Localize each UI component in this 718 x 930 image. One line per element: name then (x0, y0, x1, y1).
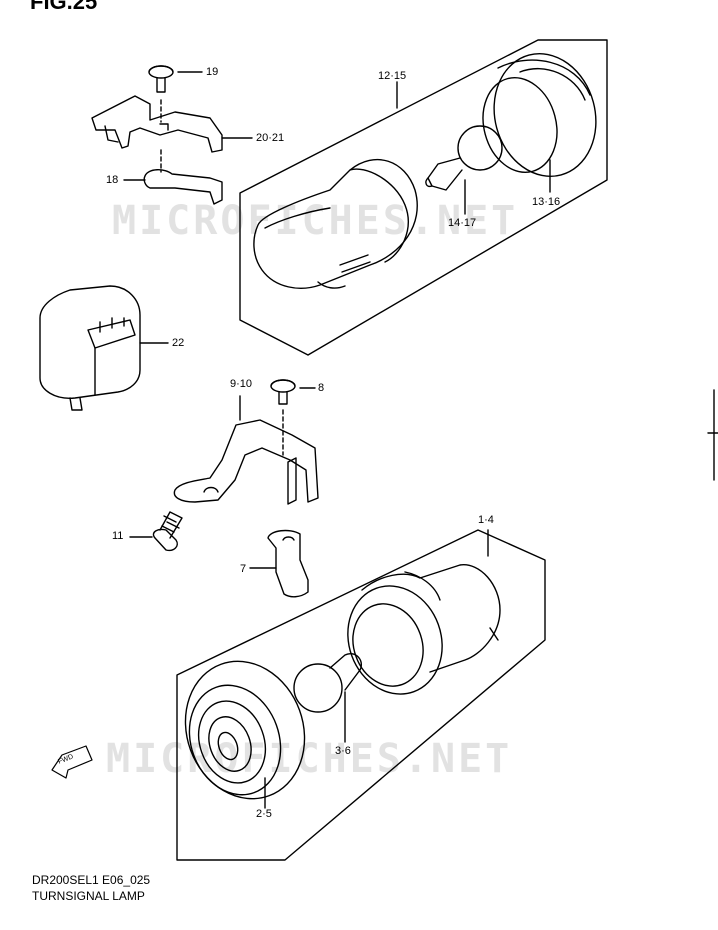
screw-8 (270, 379, 316, 456)
label-11: 11 (112, 530, 124, 542)
label-20-21: 20·21 (256, 132, 285, 144)
screw-19 (148, 65, 203, 123)
upper-lamp-group-box (239, 39, 608, 356)
label-19: 19 (206, 66, 219, 78)
clip-18 (123, 149, 223, 205)
label-9-10: 9·10 (230, 378, 253, 390)
watermark-bottom: MICROFICHES.NET (106, 736, 513, 782)
label-14-17: 14·17 (448, 217, 477, 229)
lower-lens (184, 660, 306, 809)
label-18: 18 (106, 174, 119, 186)
footer-title: TURNSIGNAL LAMP (32, 889, 145, 903)
label-7: 7 (240, 563, 247, 575)
upper-lens (482, 53, 597, 177)
bracket-20-21 (91, 95, 253, 153)
label-2-5: 2·5 (256, 808, 272, 820)
fwd-arrow (51, 745, 93, 779)
label-8: 8 (318, 382, 325, 394)
lower-lamp-housing (347, 564, 501, 695)
bolt-11 (129, 511, 183, 552)
footer-code: DR200SEL1 E06_025 (32, 873, 151, 887)
label-22: 22 (172, 337, 185, 349)
upper-bulb (425, 125, 503, 191)
bracket-9-10 (173, 395, 319, 505)
clip-7 (249, 529, 309, 598)
watermark-top: MICROFICHES.NET (112, 198, 519, 244)
label-12-15: 12·15 (378, 70, 407, 82)
lower-lamp-group-box (176, 529, 546, 861)
lower-bulb (293, 653, 362, 743)
label-3-6: 3·6 (335, 745, 351, 757)
figure-number: FIG.25 (30, 0, 98, 14)
upper-lamp-housing (253, 159, 418, 289)
label-1-4: 1·4 (478, 514, 494, 526)
relay-22 (39, 285, 169, 411)
label-13-16: 13·16 (532, 196, 561, 208)
